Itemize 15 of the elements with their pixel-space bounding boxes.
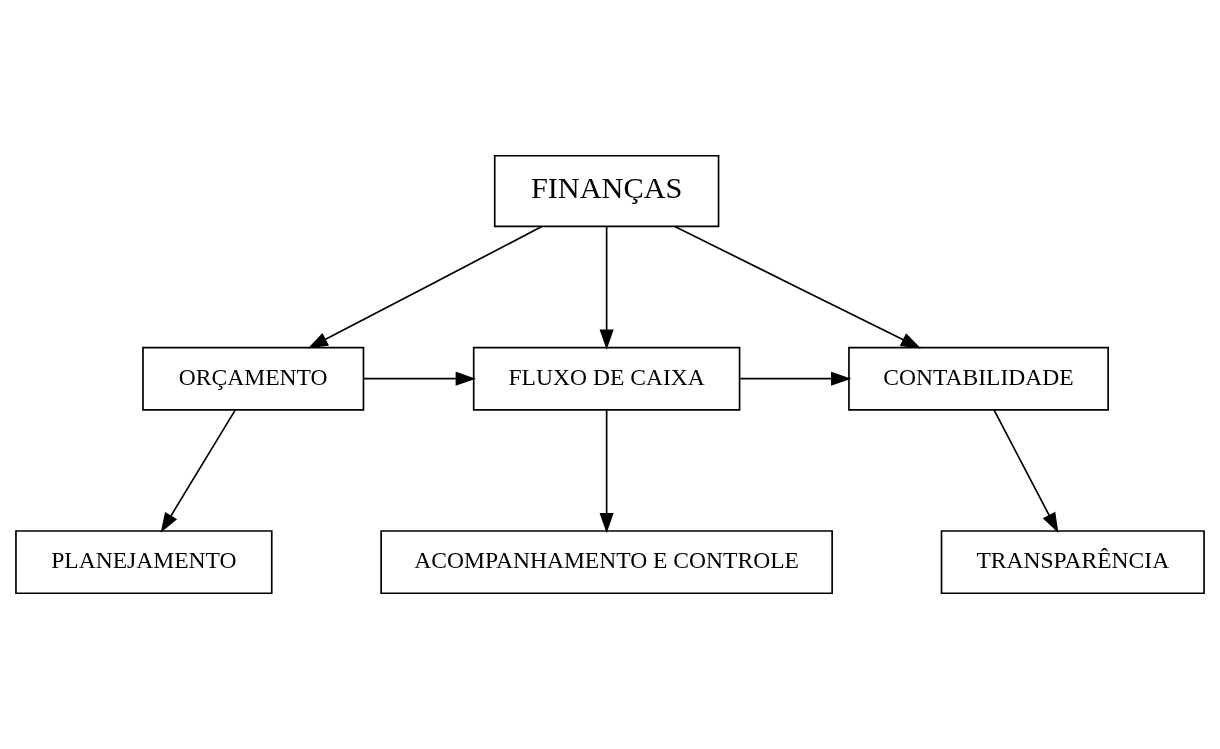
arrow: [599, 409, 614, 534]
arrow: [160, 409, 236, 533]
arrow: [993, 409, 1059, 533]
node-box: ORÇAMENTO: [142, 346, 365, 411]
arrow: [599, 225, 614, 350]
arrow: [307, 225, 543, 349]
node-box: TRANSPARÊNCIA: [940, 530, 1205, 595]
node-box: ACOMPANHAMENTO E CONTROLE: [380, 530, 833, 595]
node-box: PLANEJAMENTO: [15, 530, 273, 595]
arrow: [362, 371, 476, 386]
arrow: [739, 371, 852, 386]
arrow: [674, 225, 922, 349]
node-box: FINANÇAS: [493, 154, 720, 228]
node-box: FLUXO DE CAIXA: [472, 346, 741, 411]
node-box: CONTABILIDADE: [848, 346, 1109, 411]
